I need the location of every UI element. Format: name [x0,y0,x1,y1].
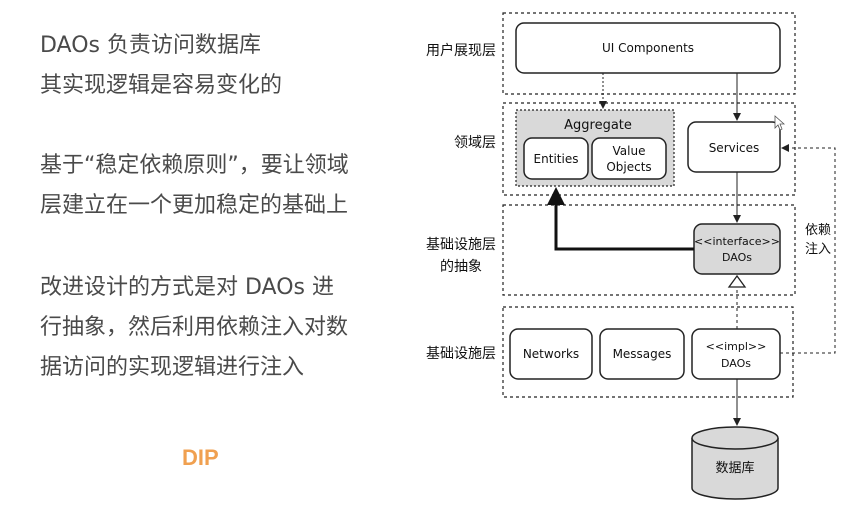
text-block-daos: DAOs 负责访问数据库 其实现逻辑是容易变化的 [40,26,282,106]
value-objects-label-2: Objects [606,160,651,174]
dependency-injection-label-2: 注入 [805,242,831,257]
text-block-principle: 基于“稳定依赖原则”，要让领域 层建立在一个更加稳定的基础上 [40,146,349,226]
value-objects-box [591,137,667,180]
layer-label-line: 基础设施层 [426,237,496,253]
interface-daos-label-1: <<interface>> [694,235,780,248]
text-line: DAOs 负责访问数据库 [40,33,261,58]
entities-box [523,137,589,180]
ui-components-label: UI Components [602,41,694,55]
impl-daos-label-1: <<impl>> [706,340,767,353]
dip-label: DIP [182,445,219,470]
aggregate-label: Aggregate [564,118,632,133]
layer-box-infra-abstract [502,204,796,296]
layer-label-infra-abstract: 基础设施层 的抽象 [400,234,496,278]
layer-label-infra: 基础设施层 [426,346,496,362]
mouse-cursor-icon [774,115,786,131]
dependency-injection-label-1: 依赖 [805,223,831,238]
text-block-improvement: 改进设计的方式是对 DAOs 进 行抽象，然后利用依赖注入对数 据访问的实现逻辑… [40,268,348,388]
layer-box-domain [502,102,796,196]
value-objects-label-1: Value [613,144,646,158]
arrow-dependency-injection [780,144,836,354]
arrow-interface-to-entities [547,187,694,251]
text-line: 基于“稳定依赖原则”，要让领域 [40,153,349,178]
database-label: 数据库 [715,460,754,476]
layer-label-ui: 用户展现层 [426,43,496,59]
layer-box-ui [502,12,796,95]
impl-daos-label-2: DAOs [721,357,751,370]
interface-daos-box [693,223,781,275]
text-line: 其实现逻辑是容易变化的 [40,73,283,98]
text-line: 据访问的实现逻辑进行注入 [40,355,305,380]
text-line: 改进设计的方式是对 DAOs 进 [40,275,334,300]
inheritance-triangle [727,274,747,288]
messages-box [599,328,685,380]
ui-components-box [515,22,781,74]
layer-label-domain: 领域层 [454,135,496,151]
messages-label: Messages [613,347,672,361]
layer-box-infra [502,306,794,398]
impl-daos-box [691,328,781,380]
database-cylinder [691,426,779,500]
services-box [687,121,781,173]
text-line: 行抽象，然后利用依赖注入对数 [40,315,349,340]
services-label: Services [709,141,760,155]
entities-label: Entities [534,152,579,166]
interface-daos-label-2: DAOs [722,251,752,264]
networks-box [509,328,593,380]
text-line: 层建立在一个更加稳定的基础上 [40,193,349,218]
networks-label: Networks [523,347,579,361]
layer-label-line: 的抽象 [440,259,482,275]
